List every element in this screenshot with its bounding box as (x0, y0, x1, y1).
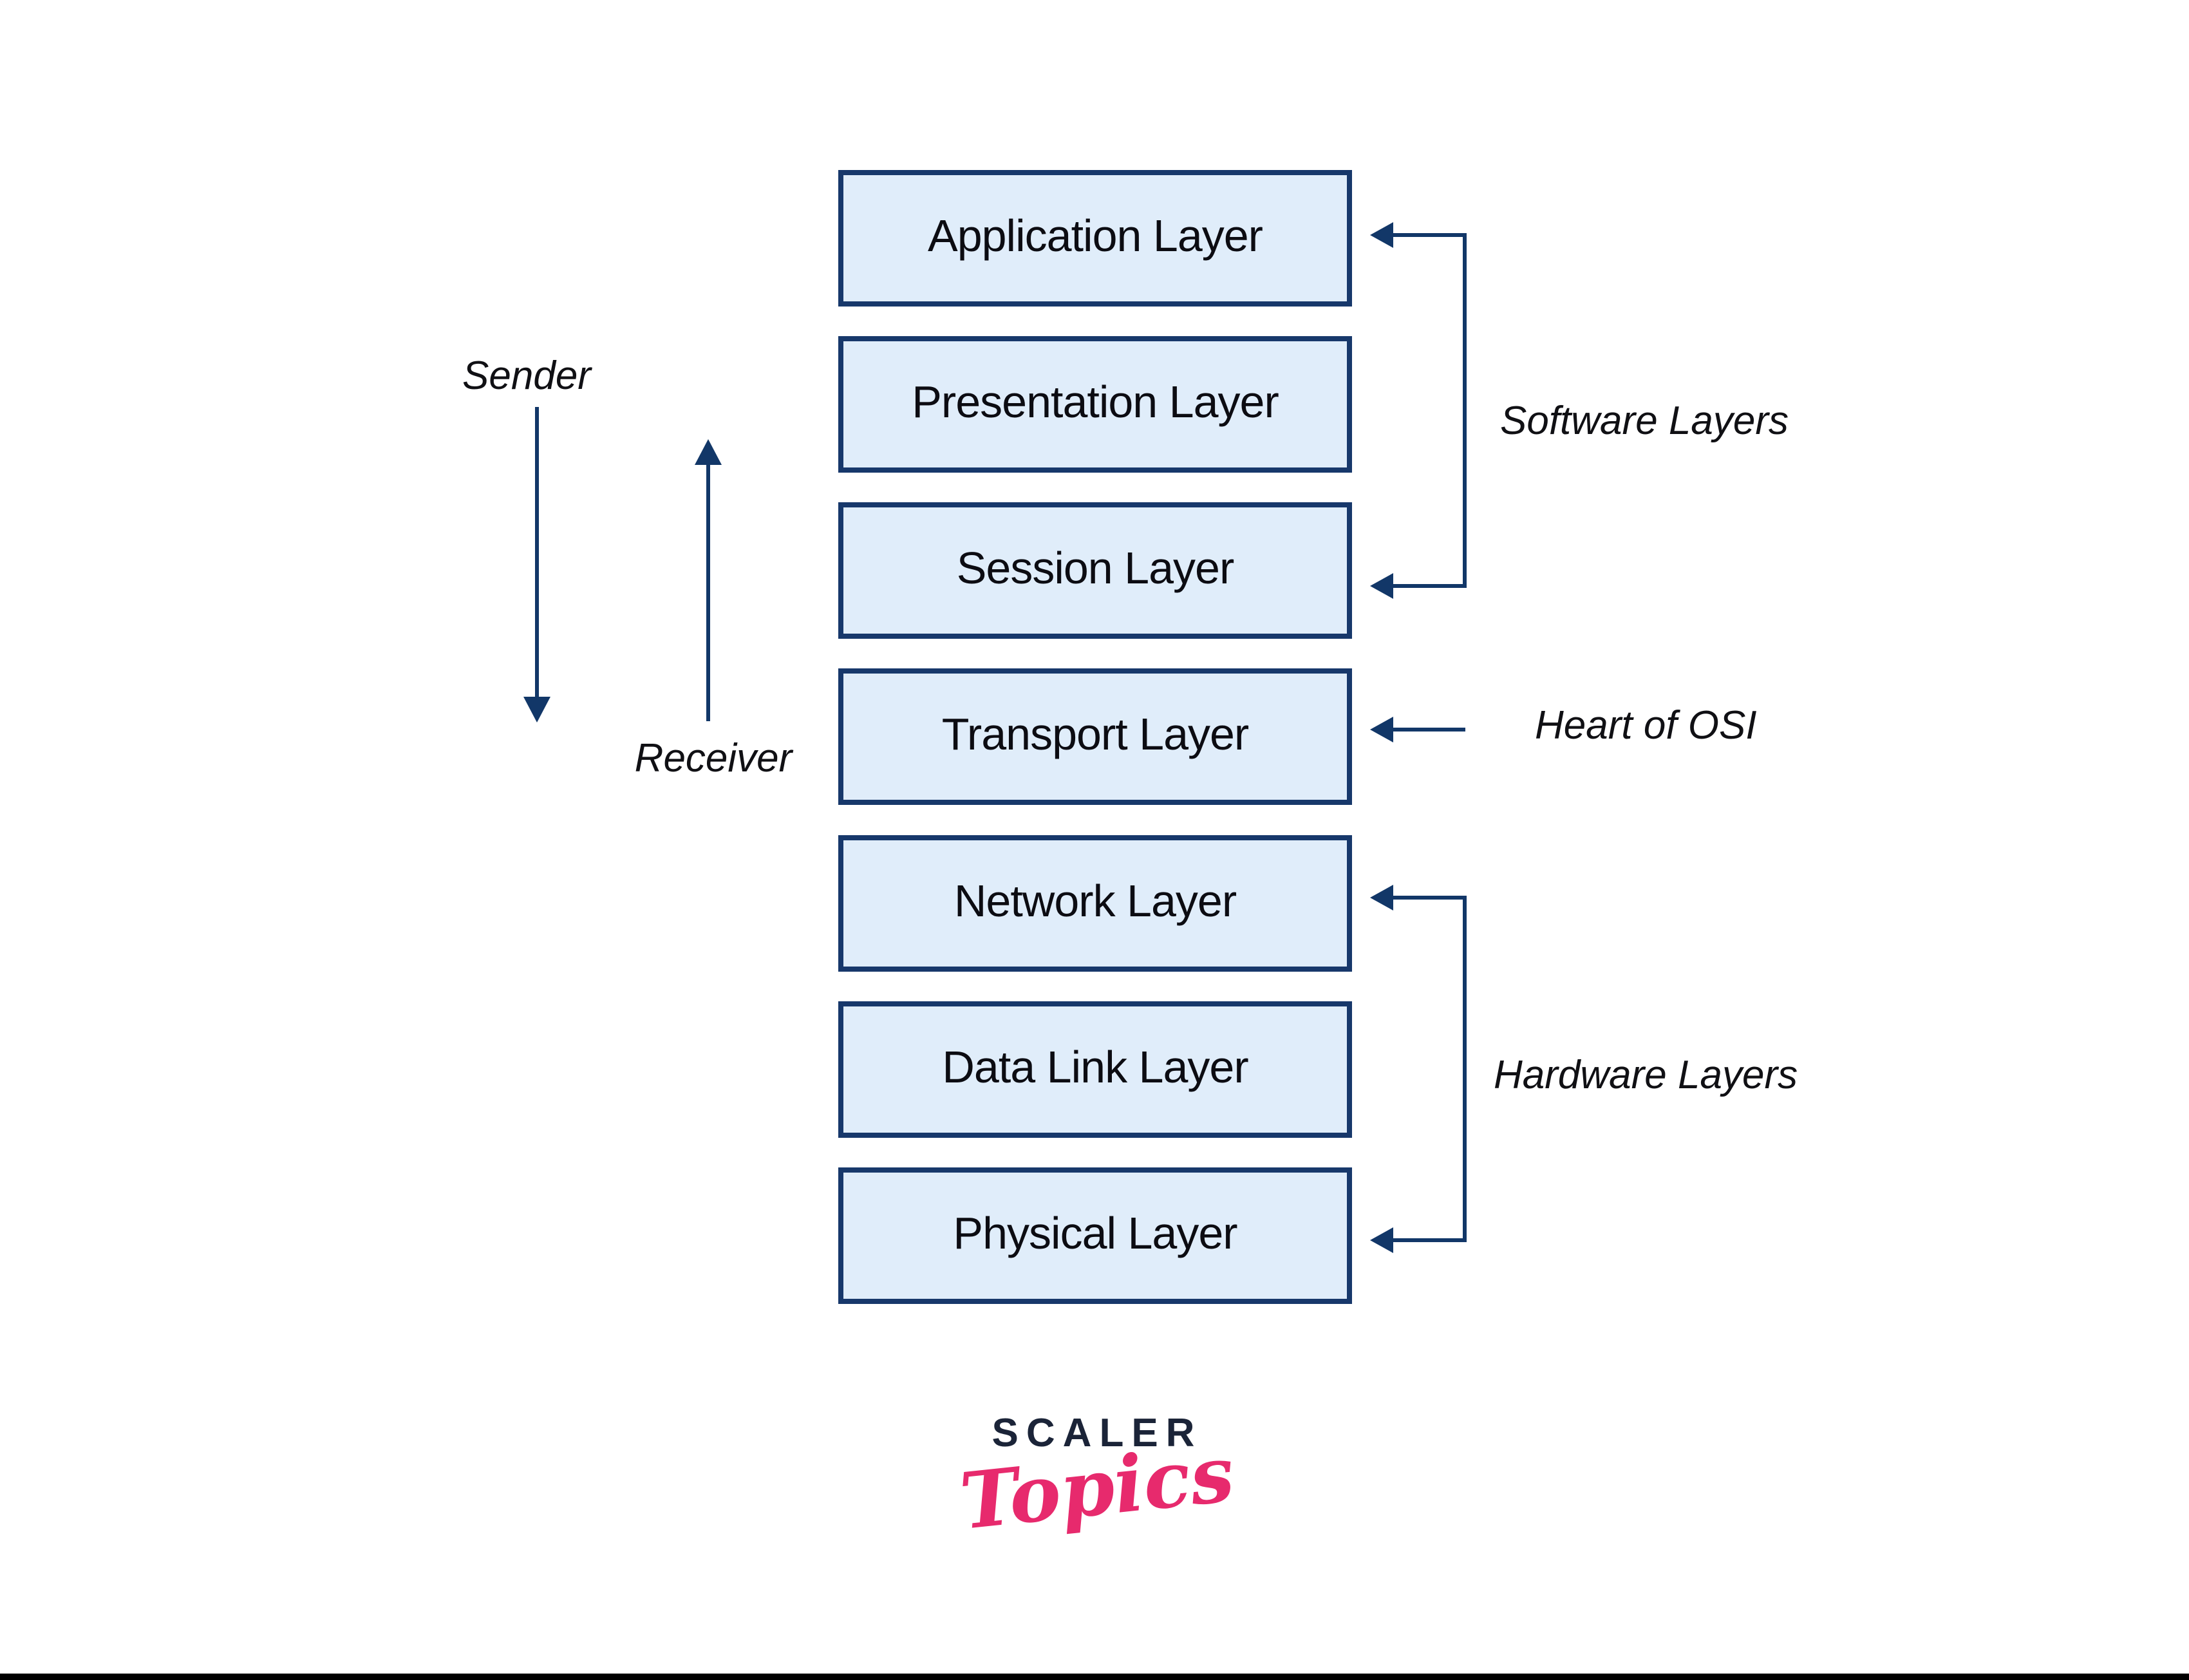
bracket-bottom-line (1391, 1238, 1467, 1242)
layer-label: Transport Layer (941, 709, 1250, 759)
layer-box-application: Application Layer (838, 170, 1352, 307)
sender-arrowhead-icon (523, 697, 550, 722)
bracket-vertical-line (1463, 233, 1467, 588)
layer-label: Session Layer (956, 543, 1235, 593)
bracket-bottom-line (1391, 584, 1467, 588)
bracket-top-arrowhead-icon (1370, 222, 1393, 248)
bracket-top-line (1391, 233, 1467, 237)
sender-label: Sender (462, 354, 591, 398)
bottom-border (0, 1674, 2189, 1680)
receiver-label: Receiver (634, 736, 793, 780)
layer-box-transport: Transport Layer (838, 668, 1352, 805)
hardware-layers-label: Hardware Layers (1494, 1053, 1798, 1097)
layer-box-data-link: Data Link Layer (838, 1001, 1352, 1138)
heart-of-osi-label: Heart of OSI (1535, 703, 1757, 748)
layer-label: Data Link Layer (942, 1042, 1248, 1092)
receiver-arrow-line (706, 464, 710, 721)
layer-label: Presentation Layer (912, 377, 1279, 427)
bracket-top-arrowhead-icon (1370, 885, 1393, 911)
sender-arrow-line (535, 407, 539, 697)
heart-arrowhead-icon (1370, 717, 1393, 742)
layer-box-network: Network Layer (838, 835, 1352, 972)
layer-label: Physical Layer (953, 1208, 1237, 1258)
receiver-arrowhead-icon (695, 439, 722, 465)
bracket-vertical-line (1463, 896, 1467, 1242)
layer-box-physical: Physical Layer (838, 1167, 1352, 1304)
bracket-top-line (1391, 896, 1467, 900)
layer-box-presentation: Presentation Layer (838, 336, 1352, 473)
bracket-bottom-arrowhead-icon (1370, 1227, 1393, 1253)
layer-label: Network Layer (954, 876, 1237, 926)
layer-box-session: Session Layer (838, 502, 1352, 639)
software-layers-label: Software Layers (1500, 399, 1789, 443)
layer-label: Application Layer (928, 211, 1263, 261)
logo-brand-text: SCALER (991, 1411, 1203, 1455)
heart-arrow-line (1391, 728, 1465, 731)
bracket-bottom-arrowhead-icon (1370, 573, 1393, 599)
